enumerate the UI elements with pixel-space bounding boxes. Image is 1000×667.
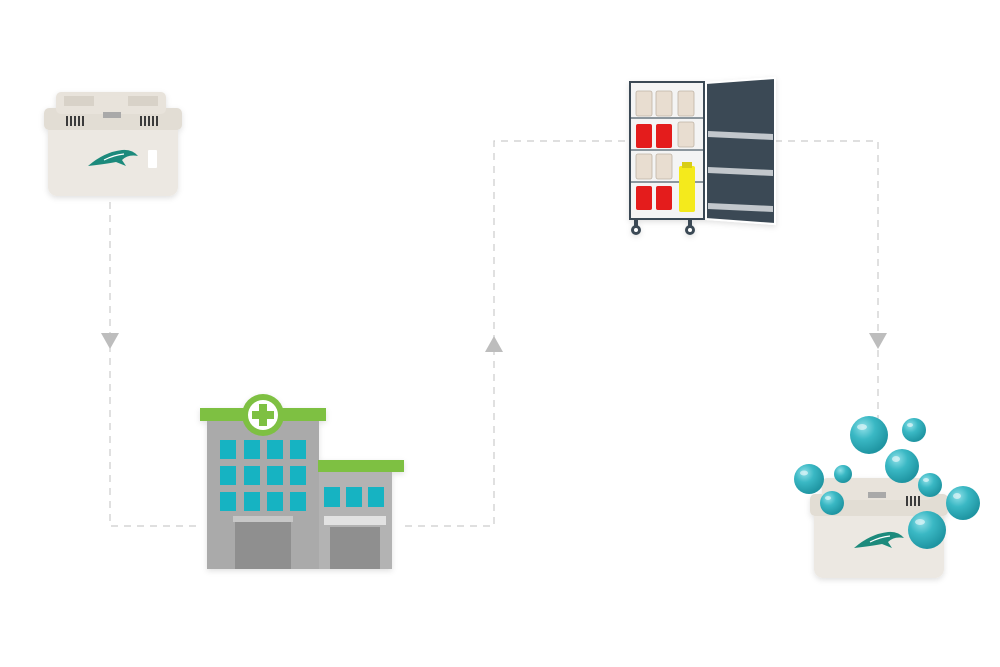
- container-washing-icon: [794, 416, 980, 578]
- connector-container-to-hospital: [109, 202, 200, 527]
- connectors: [109, 140, 879, 527]
- label-slot: [148, 150, 157, 168]
- connector-trolley-to-wash: [775, 140, 879, 420]
- arrow-down-1: [101, 333, 119, 349]
- arrow-down-3: [869, 333, 887, 349]
- container-closed-icon: [44, 92, 182, 196]
- arrow-up-2: [485, 336, 503, 352]
- trolley-cabinet-icon: [629, 76, 776, 235]
- connector-hospital-to-trolley: [405, 140, 630, 527]
- hospital-building-icon: [200, 394, 404, 569]
- brand-logo: [88, 149, 138, 166]
